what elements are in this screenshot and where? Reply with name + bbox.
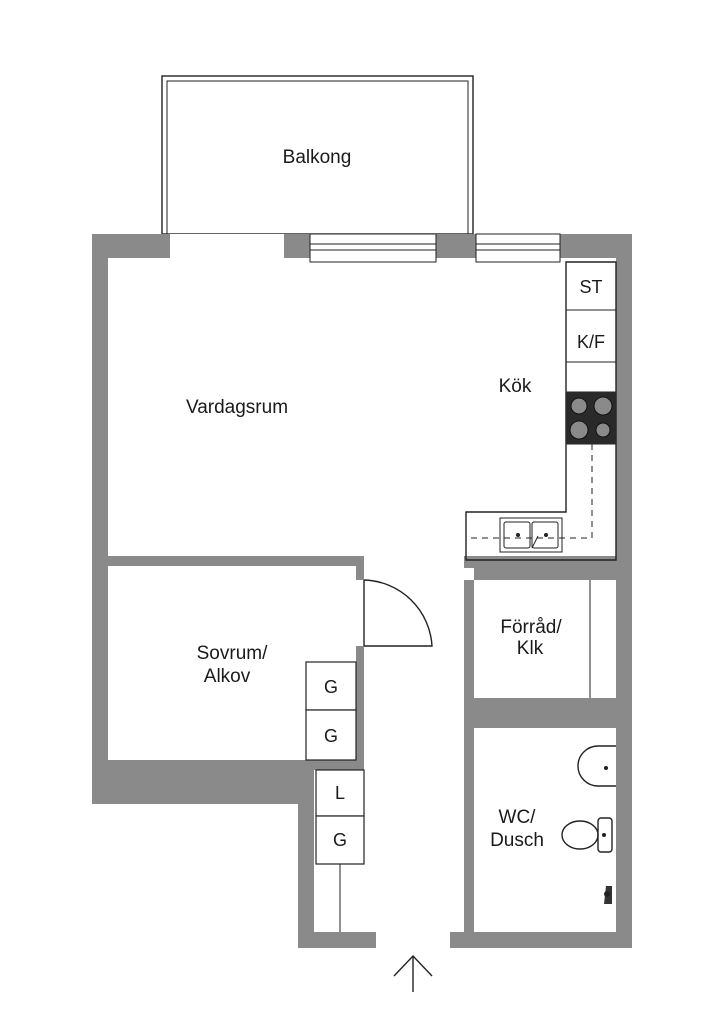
bedroom-wardrobes	[305, 661, 357, 761]
label-bedroom-line2: Alkov	[204, 666, 251, 687]
stove-icon	[566, 392, 616, 444]
label-bathroom-line1: WC/	[499, 807, 537, 828]
label-bathroom-line2: Dusch	[490, 830, 544, 851]
entrance-arrow-icon	[393, 954, 433, 992]
label-stove-top: ST	[579, 277, 602, 297]
label-kitchen: Kök	[499, 376, 532, 397]
label-wardrobe-3: L	[335, 783, 345, 803]
interior-walls	[108, 556, 616, 932]
label-storage-line2: Klk	[517, 638, 544, 659]
sink-icon	[499, 517, 563, 553]
toilet-icon	[561, 817, 613, 853]
washbasin-icon	[577, 745, 616, 787]
label-wardrobe-4: G	[333, 830, 347, 850]
shower-icon	[604, 886, 612, 904]
label-bedroom-line1: Sovrum/	[197, 643, 268, 664]
bedroom-door	[363, 579, 433, 647]
wall-openings	[170, 234, 560, 948]
label-fridge-freezer: K/F	[577, 332, 605, 352]
label-living-room: Vardagsrum	[186, 397, 288, 418]
label-balcony: Balkong	[283, 147, 352, 168]
label-wardrobe-2: G	[324, 726, 338, 746]
hall-wardrobes	[315, 769, 365, 932]
windows	[309, 233, 561, 263]
label-storage-line1: Förråd/	[500, 617, 562, 638]
label-wardrobe-1: G	[324, 677, 338, 697]
